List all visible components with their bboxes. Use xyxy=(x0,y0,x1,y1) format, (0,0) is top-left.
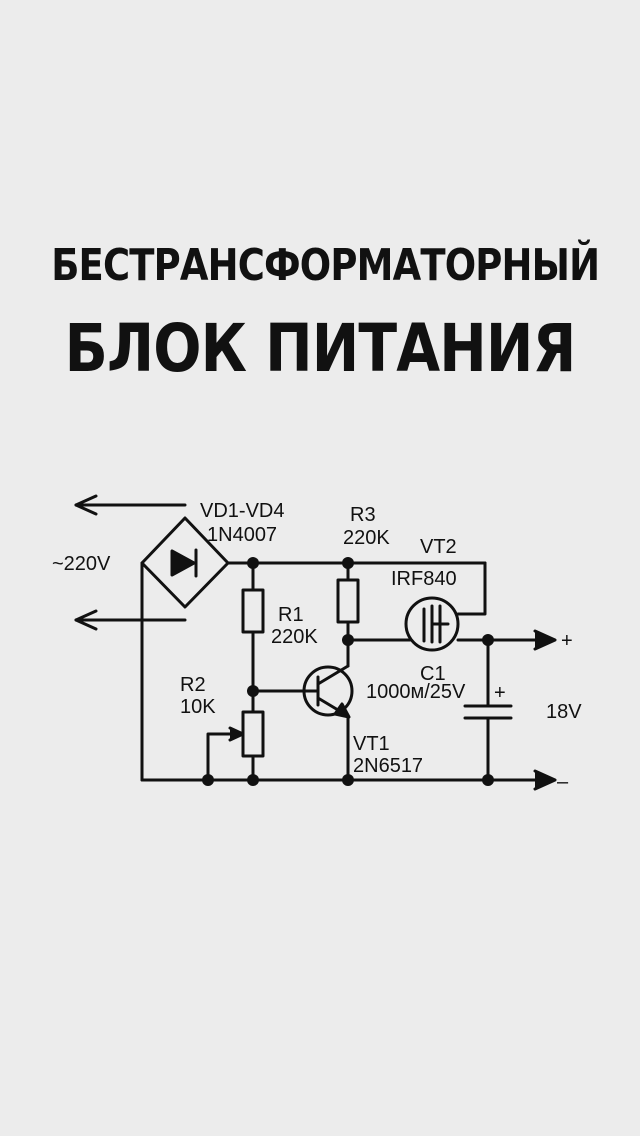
output-minus-label: – xyxy=(557,771,569,793)
title-line-1: БЕСТРАНСФОРМАТОРНЫЙ xyxy=(51,240,600,291)
c1-ref-label: C1 xyxy=(420,663,446,685)
vt1-part-label: 2N6517 xyxy=(353,755,423,777)
ac-input-arrow-bottom xyxy=(74,609,187,631)
input-voltage-label: ~220V xyxy=(52,553,111,575)
r3-resistor xyxy=(336,578,360,624)
junction-dots xyxy=(202,557,494,786)
ac-input-arrow-top xyxy=(74,494,187,516)
title-line-2: БЛОК ПИТАНИЯ xyxy=(64,310,577,387)
output-minus-arrowhead xyxy=(533,769,557,791)
c1-polarity-label: + xyxy=(494,682,506,704)
vt2-mosfet xyxy=(404,596,460,652)
c1-capacitor xyxy=(463,638,513,782)
c1-value-label: 1000м/25V xyxy=(366,681,466,703)
r2-value-label: 10K xyxy=(180,696,216,718)
r2-wiper xyxy=(206,732,245,782)
vt2-part-label: IRF840 xyxy=(391,568,457,590)
output-plus-arrowhead xyxy=(533,629,557,651)
vt1-transistor xyxy=(302,664,354,719)
vt2-drain-wire xyxy=(456,561,487,616)
r2-ref-label: R2 xyxy=(180,674,206,696)
r3-value-label: 220K xyxy=(343,527,390,549)
r3-ref-label: R3 xyxy=(350,504,376,526)
output-plus-label: + xyxy=(561,630,573,652)
diode-bridge xyxy=(140,516,230,609)
r2-resistor xyxy=(241,710,265,758)
r1-resistor xyxy=(241,588,265,634)
r1-ref-label: R1 xyxy=(278,604,304,626)
bridge-ref-label: VD1-VD4 xyxy=(200,500,284,522)
vt1-ref-label: VT1 xyxy=(353,733,390,755)
r1-value-label: 220K xyxy=(271,626,318,648)
bridge-part-label: 1N4007 xyxy=(207,524,277,546)
output-voltage-label: 18V xyxy=(546,701,582,723)
vt2-ref-label: VT2 xyxy=(420,536,457,558)
